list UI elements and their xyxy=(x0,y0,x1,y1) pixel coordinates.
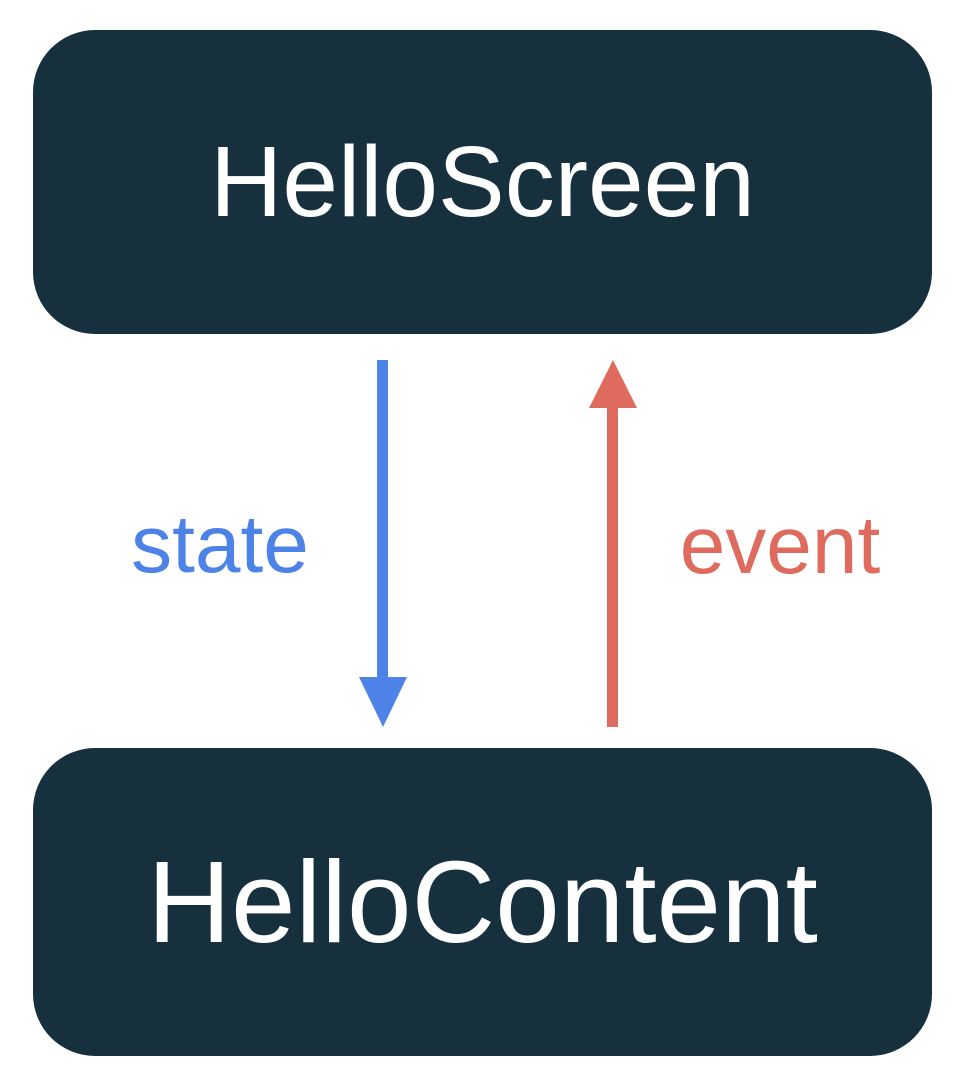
node-helloscreen-label: HelloScreen xyxy=(210,125,755,238)
node-helloscreen: HelloScreen xyxy=(33,30,932,334)
state-arrow-label: state xyxy=(131,499,309,590)
event-arrow-label: event xyxy=(679,500,881,591)
node-hellocontent-label: HelloContent xyxy=(147,837,818,967)
state-arrowhead-down-icon xyxy=(359,677,407,727)
node-hellocontent: HelloContent xyxy=(33,748,932,1056)
event-arrow-shaft xyxy=(607,404,618,727)
event-arrowhead-up-icon xyxy=(589,360,637,408)
state-arrow-shaft xyxy=(377,360,388,685)
